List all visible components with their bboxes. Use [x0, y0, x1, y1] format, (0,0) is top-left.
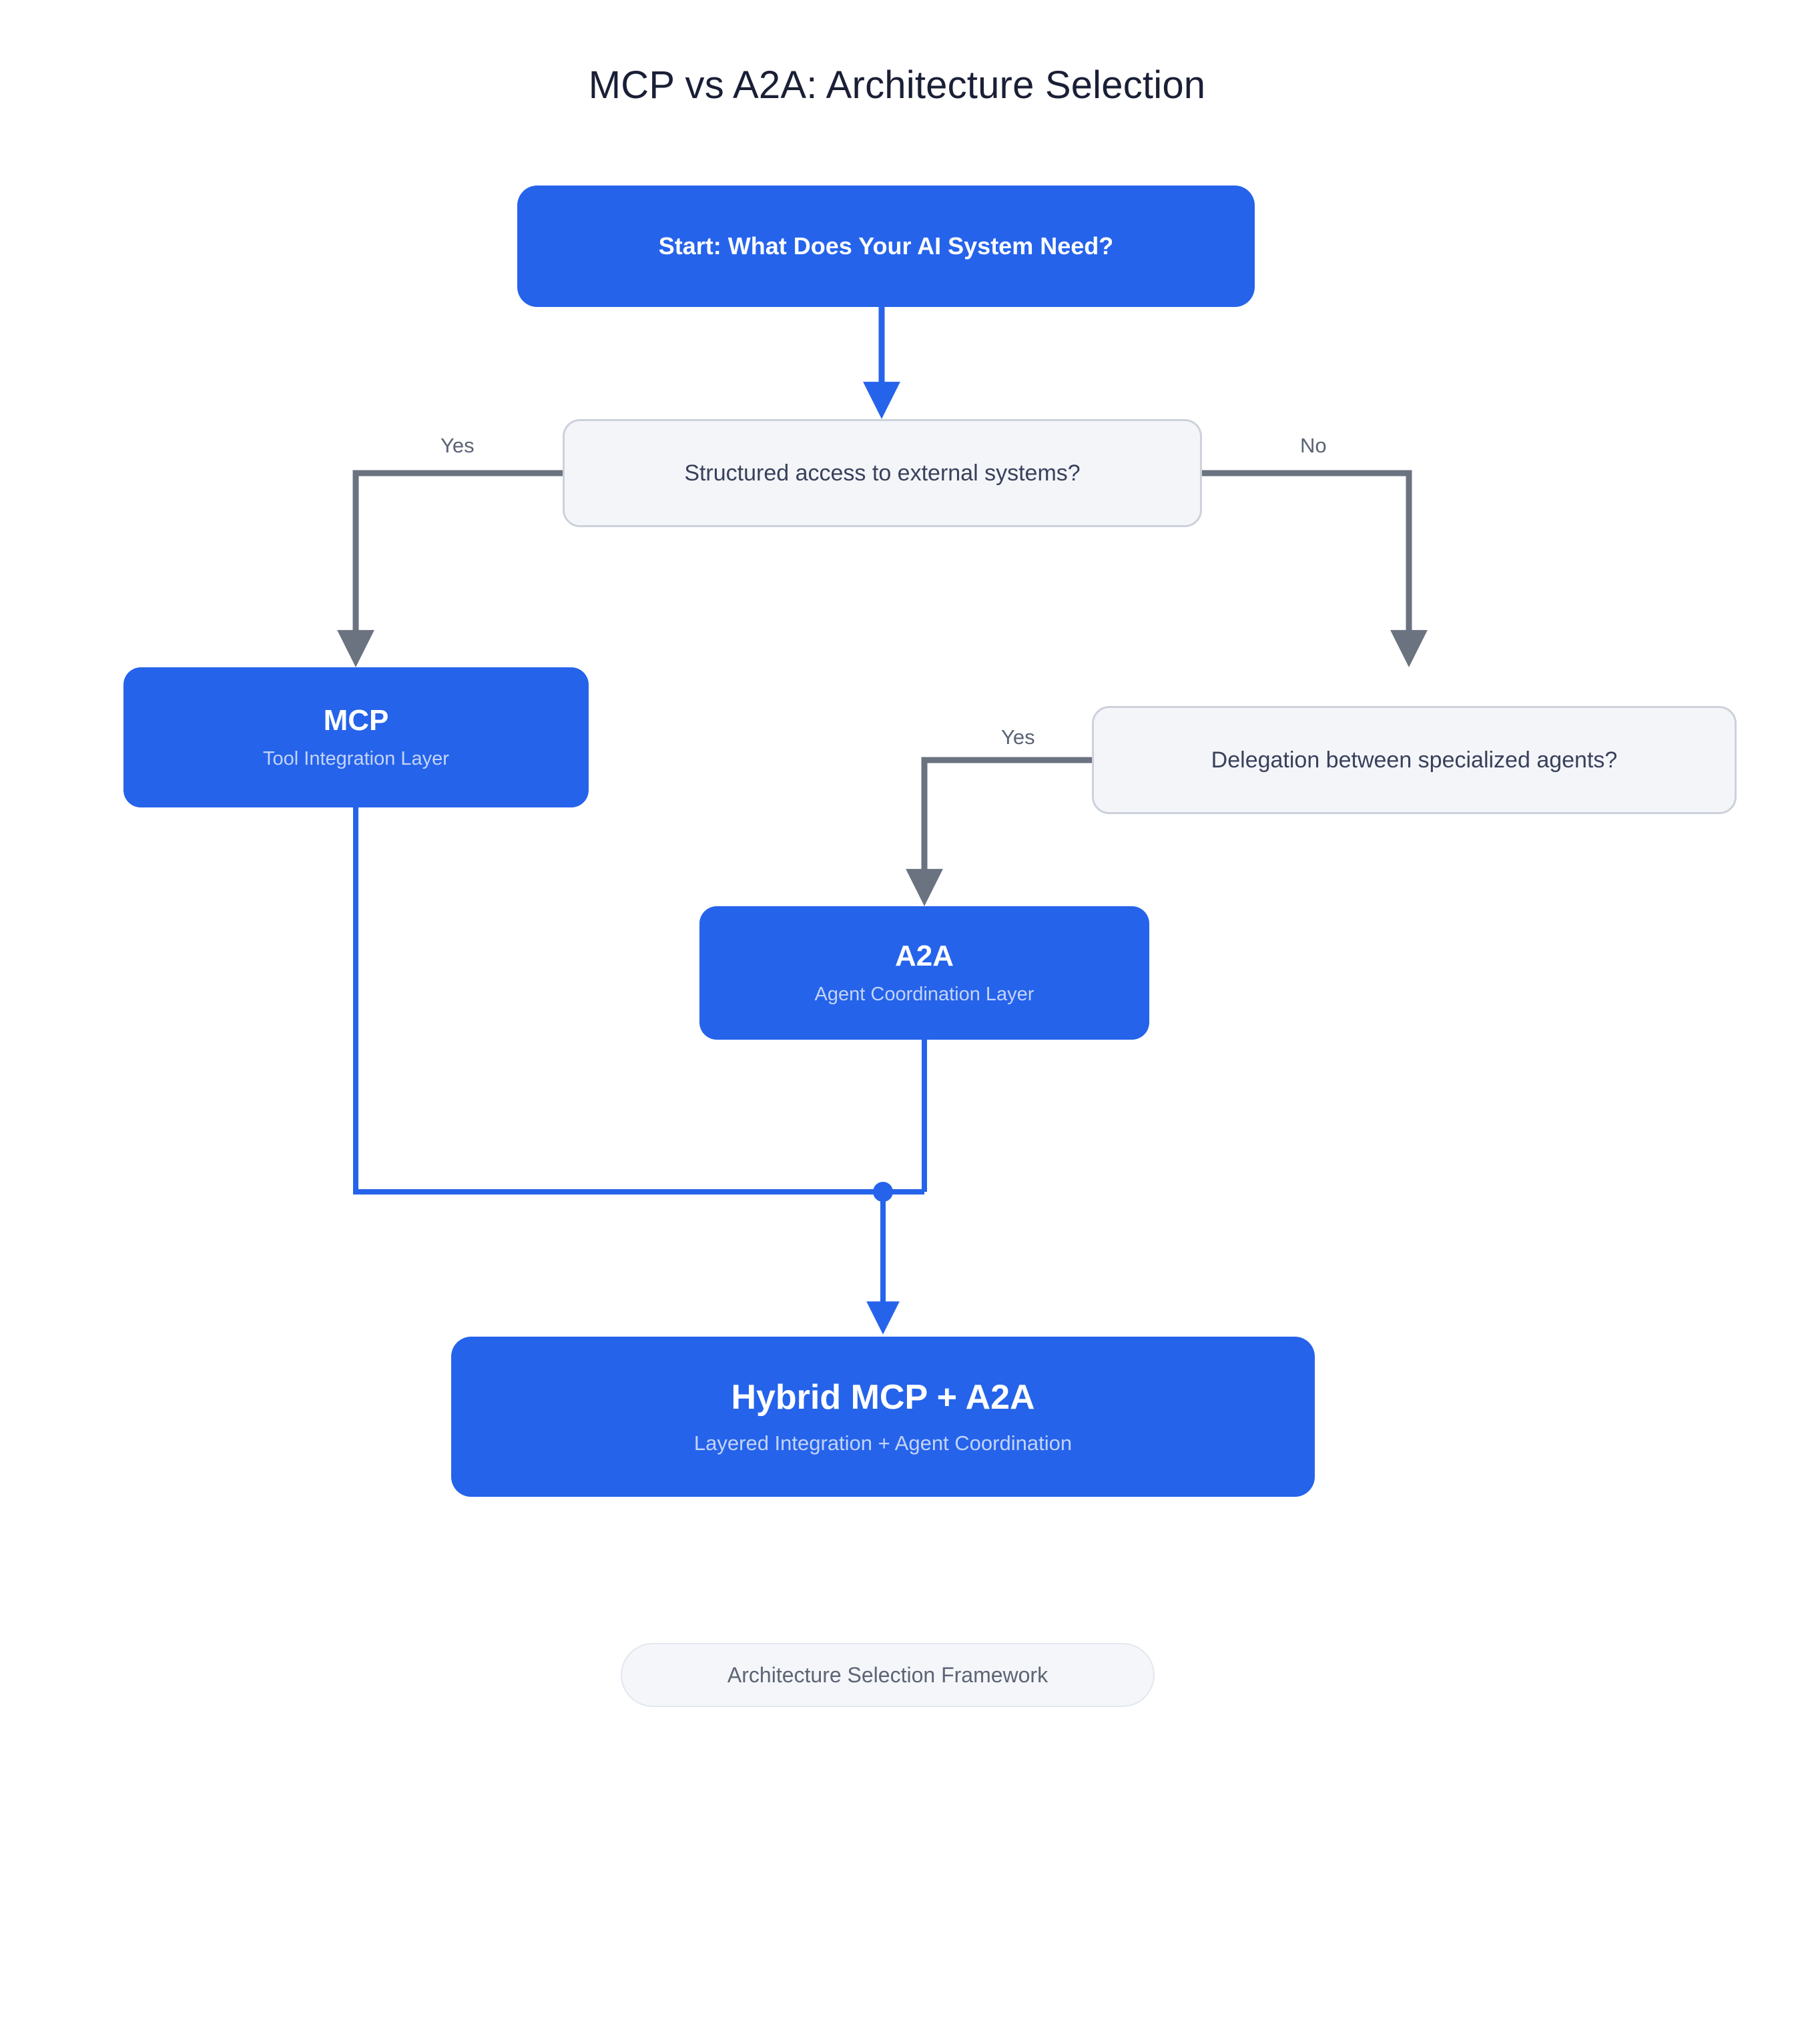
edge-decision-delegation-yes-to-a2a: [906, 757, 1092, 906]
edge-label-yes-delegation: Yes: [994, 725, 1042, 749]
node-a2a-title: A2A: [894, 940, 954, 973]
edge-label-no-structured: No: [1293, 434, 1333, 458]
node-hybrid-subtitle: Layered Integration + Agent Coordination: [693, 1431, 1073, 1455]
footer-caption-pill: Architecture Selection Framework: [621, 1643, 1155, 1707]
edge-decision-structured-no-to-decision-delegation: [1202, 470, 1428, 667]
node-decision-structured-label: Structured access to external systems?: [684, 460, 1081, 486]
node-mcp-title: MCP: [323, 704, 389, 737]
page-title: MCP vs A2A: Architecture Selection: [588, 63, 1206, 107]
node-start-label: Start: What Does Your AI System Need?: [658, 232, 1114, 260]
edge-decision-structured-yes-to-mcp: [337, 470, 563, 667]
node-mcp[interactable]: MCP Tool Integration Layer: [123, 667, 589, 807]
node-hybrid[interactable]: Hybrid MCP + A2A Layered Integration + A…: [451, 1337, 1315, 1497]
node-hybrid-title: Hybrid MCP + A2A: [731, 1377, 1035, 1417]
footer-caption-text: Architecture Selection Framework: [727, 1662, 1049, 1687]
node-a2a[interactable]: A2A Agent Coordination Layer: [699, 906, 1149, 1040]
node-decision-delegation-label: Delegation between specialized agents?: [1211, 747, 1618, 773]
node-mcp-subtitle: Tool Integration Layer: [263, 747, 449, 769]
edge-label-yes-structured: Yes: [434, 434, 481, 458]
edge-junction-dot: [873, 1182, 893, 1202]
node-a2a-subtitle: Agent Coordination Layer: [814, 983, 1034, 1005]
node-decision-delegation[interactable]: Delegation between specialized agents?: [1092, 706, 1737, 814]
node-decision-structured-access[interactable]: Structured access to external systems?: [563, 419, 1202, 527]
node-start[interactable]: Start: What Does Your AI System Need?: [517, 186, 1255, 307]
